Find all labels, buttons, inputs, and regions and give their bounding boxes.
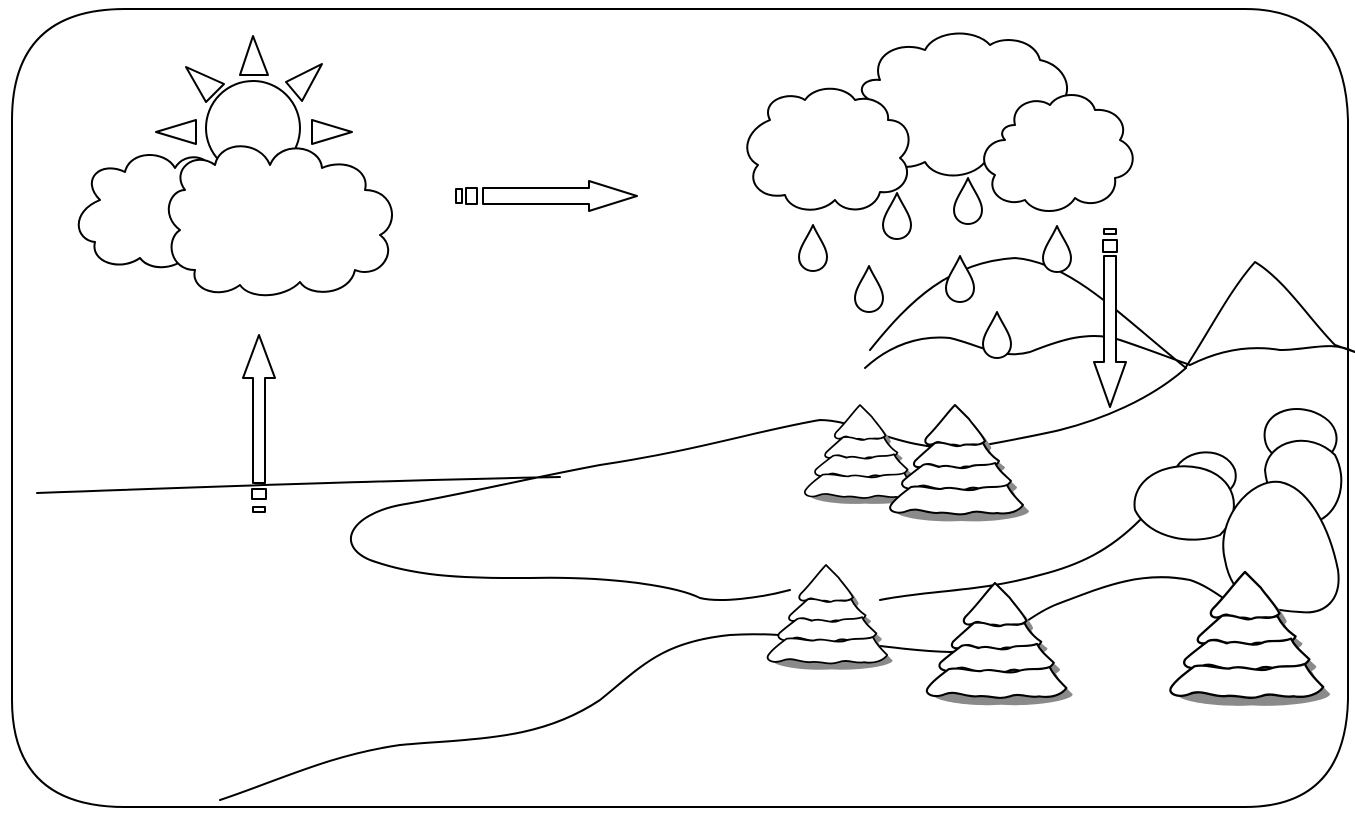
sun-ray-top [239,35,269,76]
river-middle-bank [879,519,1141,601]
cloud-right-left [746,87,910,211]
mountain-ridge [864,334,1355,369]
arrow-right-icon [482,180,638,212]
horizon-line [36,476,561,494]
river-bank-upper [350,367,1187,601]
raindrop [1042,225,1072,273]
diagram-frame [11,8,1349,808]
raindrop [982,311,1012,359]
evaporation-arrow [242,334,276,513]
back-mountain [1185,261,1355,368]
raindrop [953,177,983,225]
cloud-left-front [167,145,393,297]
cloud-icon [746,32,1134,212]
arrow-tail-dash [1103,228,1117,235]
sun-ray-left [155,119,197,145]
arrow-tail-dash [252,506,266,513]
tree-bank-left [768,565,893,670]
arrow-tail-dash [465,187,478,205]
arrow-tail-dash [251,488,267,500]
raindrop [945,255,975,303]
cloud-right-right [983,93,1134,212]
arrow-down-icon [1093,255,1127,408]
raindrop [882,192,912,240]
precipitation-arrow [1093,228,1127,408]
arrow-tail-dash [1102,239,1118,253]
raindrop [854,265,884,313]
condensation-arrow [455,180,638,212]
sun-icon [155,35,353,176]
raindrop [798,224,828,272]
arrow-up-icon [242,334,276,484]
arrow-tail-dash [455,188,463,204]
sun-ray-upper-right [285,63,323,102]
sun-ray-right [311,119,353,145]
tree-hill-right [890,405,1029,521]
sun-ray-upper-left [185,66,225,103]
rock-icon [1133,408,1343,614]
near-hill [869,257,1187,369]
river-bank-lower [219,576,1261,801]
tree-bank-middle [927,583,1073,705]
cloud-icon [77,145,393,297]
rock-middle [1133,465,1235,541]
